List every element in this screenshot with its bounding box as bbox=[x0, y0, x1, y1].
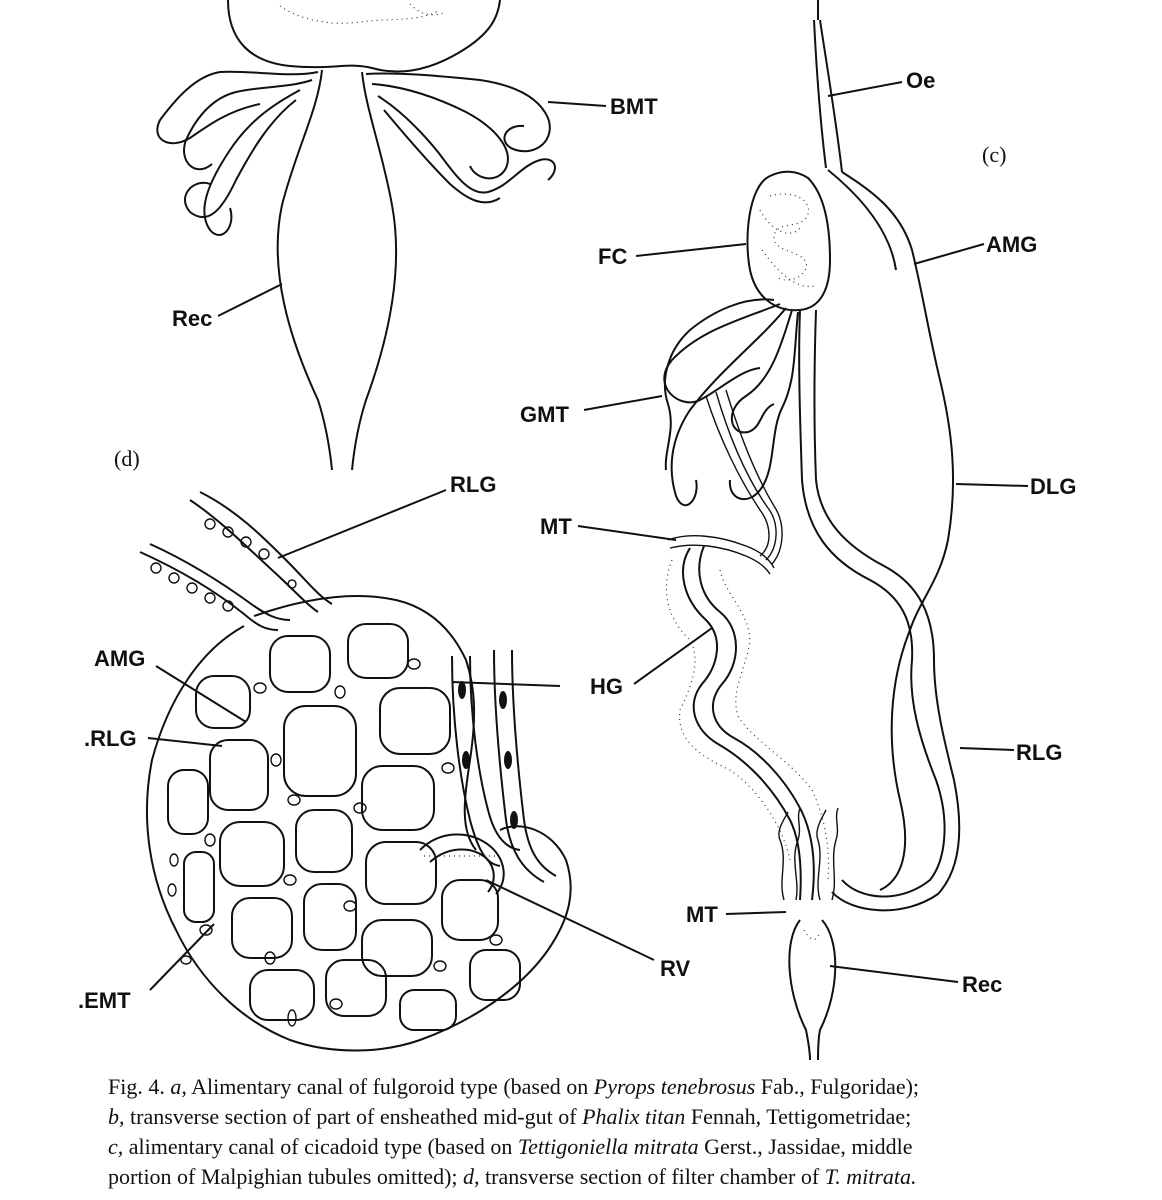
caption-text: alimentary canal of cicadoid type (based… bbox=[123, 1134, 518, 1159]
caption-text: Fab., Fulgoridae); bbox=[755, 1074, 920, 1099]
caption-line-2: b, transverse section of part of ensheat… bbox=[108, 1102, 1148, 1132]
label-rlg-c: RLG bbox=[1016, 740, 1062, 765]
label-fc: FC bbox=[598, 244, 627, 269]
chamber-cells bbox=[167, 623, 521, 1031]
figure-caption: Fig. 4. a, Alimentary canal of fulgoroid… bbox=[108, 1072, 1148, 1200]
caption-line-4: portion of Malpighian tubules omitted); … bbox=[108, 1162, 1148, 1192]
panel-label-c: (c) bbox=[982, 142, 1006, 167]
label-rec-c: Rec bbox=[962, 972, 1002, 997]
caption-text: portion of Malpighian tubules omitted); bbox=[108, 1164, 464, 1189]
label-emt: .EMT bbox=[78, 988, 131, 1013]
label-rlg-d-top: RLG bbox=[450, 472, 496, 497]
panel-d-drawing bbox=[139, 489, 655, 1052]
caption-text: transverse section of part of ensheathed… bbox=[124, 1104, 583, 1129]
label-hg: HG bbox=[590, 674, 623, 699]
label-rlg-d: .RLG bbox=[84, 726, 137, 751]
panel-label-d: (d) bbox=[114, 446, 140, 471]
caption-text: Alimentary canal of fulgoroid type (base… bbox=[186, 1074, 594, 1099]
caption-species: T. mitrata. bbox=[824, 1164, 917, 1189]
hg-nuclei bbox=[458, 681, 518, 829]
label-dlg: DLG bbox=[1030, 474, 1076, 499]
caption-fig-number: Fig. 4. bbox=[108, 1074, 171, 1099]
caption-species: Pyrops tenebrosus bbox=[593, 1074, 756, 1099]
caption-text: Gerst., Jassidae, middle bbox=[698, 1134, 913, 1159]
caption-line-3: c, alimentary canal of cicadoid type (ba… bbox=[108, 1132, 1148, 1162]
label-rv: RV bbox=[660, 956, 690, 981]
label-bmt: BMT bbox=[610, 94, 658, 119]
caption-species: Phalix titan bbox=[582, 1104, 686, 1129]
caption-part-d: d, bbox=[463, 1164, 480, 1189]
label-oe: Oe bbox=[906, 68, 935, 93]
caption-part-a: a, bbox=[170, 1074, 187, 1099]
label-mt-c-upper: MT bbox=[540, 514, 572, 539]
label-gmt: GMT bbox=[520, 402, 569, 427]
chamber-nuclei bbox=[167, 658, 503, 1027]
caption-line-1: Fig. 4. a, Alimentary canal of fulgoroid… bbox=[108, 1072, 1148, 1102]
caption-part-b: b, bbox=[108, 1104, 125, 1129]
caption-part-c: c, bbox=[108, 1134, 124, 1159]
caption-text: transverse section of filter chamber of bbox=[479, 1164, 825, 1189]
label-rec-b: Rec bbox=[172, 306, 212, 331]
caption-text: Fennah, Tettigometridae; bbox=[685, 1104, 912, 1129]
label-mt-c-lower: MT bbox=[686, 902, 718, 927]
panel-c-drawing bbox=[577, 0, 1029, 1061]
panel-b-drawing bbox=[156, 0, 607, 471]
label-amg-d: AMG bbox=[94, 646, 145, 671]
label-amg-c: AMG bbox=[986, 232, 1037, 257]
duct-nuclei bbox=[150, 518, 297, 612]
caption-species: Tettigoniella mitrata bbox=[517, 1134, 699, 1159]
